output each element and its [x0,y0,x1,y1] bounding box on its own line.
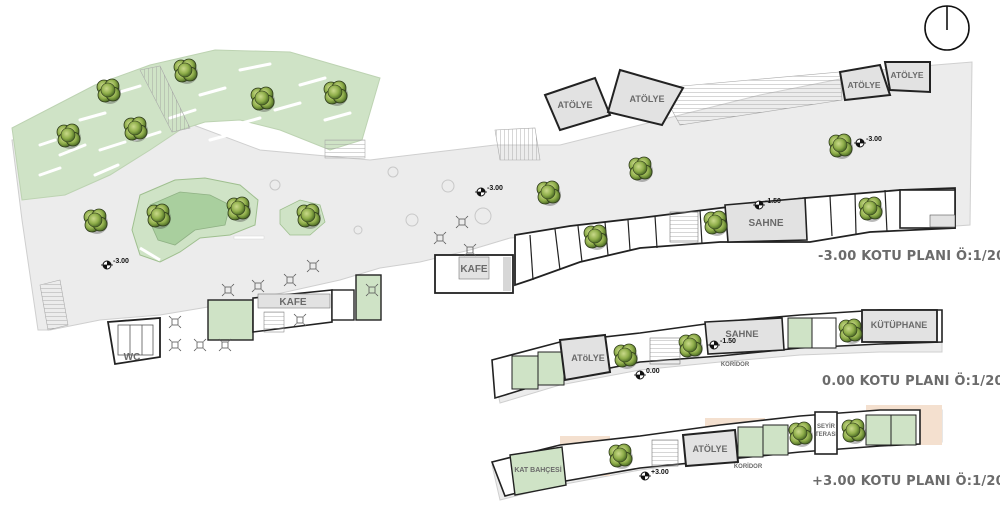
title-minus-3: -3.00 KOTU PLANI Ö:1/200 [818,249,1000,264]
kafe-label: KAFE [279,297,307,308]
plaza-circles [269,166,492,235]
plan-minus-3: ATÖLYE ATÖLYE ATÖLYE ATÖLYE [11,49,973,366]
atolye-label: ATÖLYE [692,444,727,454]
level-label: -3.00 [866,136,882,143]
sahne-minus3: SAHNE [724,197,808,243]
koridor-label: KORİDOR [734,463,763,470]
kutuphane-label: KÜTÜPHANE [871,320,928,330]
title-zero: 0.00 KOTU PLANI Ö:1/200 [822,374,1000,389]
level-label: 0.00 [646,368,660,375]
atolye-block-2: ATÖLYE [606,68,685,127]
title-plus-3: +3.00 KOTU PLANI Ö:1/200 [812,474,1000,489]
atolye-label: ATöLYE [571,353,605,363]
sahne-label: SAHNE [725,329,758,340]
plan-zero: ATöLYE SAHNE KÜTÜPHANE KORİDOR 0.00 -1.5… [491,309,943,404]
atolye-label: ATÖLYE [847,80,880,90]
wc-label: WC [124,352,141,363]
atolye-zero: ATöLYE [558,333,612,382]
kafe-label: KAFE [460,264,488,275]
kafe-small: KAFE [434,254,514,294]
level-label: -1.50 [720,338,736,345]
atolye-label: ATÖLYE [629,94,664,104]
kat-bahcesi-label: KAT BAHÇESİ [514,466,561,474]
kutuphane: KÜTÜPHANE [861,309,938,343]
room-partitions [529,189,888,281]
atolye-label: ATÖLYE [890,70,923,80]
koridor-label: KORİDOR [721,361,750,368]
terasi-label: TERASI [815,432,837,438]
kafe-wc-building: WC KAFE [106,274,382,366]
seyir-terasi: SEYİR TERASI [814,411,838,455]
sahne-zero: SAHNE [704,317,785,355]
atolye-block-3: ATÖLYE [838,63,892,102]
atolye-block-4: ATÖLYE [883,61,931,94]
seyir-label: SEYİR [817,423,836,430]
atolye-block-1: ATÖLYE [543,76,612,132]
park-paths [38,62,352,177]
level-label: +3.00 [651,469,669,476]
north-arrow-icon [924,5,970,51]
kat-bahcesi: KAT BAHÇESİ [509,446,567,496]
atolye-plus3: ATÖLYE [681,428,740,468]
level-label: -3.00 [487,185,503,192]
level-label: -3.00 [113,258,129,265]
sahne-label: SAHNE [748,218,783,229]
level-label: -1.50 [765,198,781,205]
plan-plus-3: KAT BAHÇESİ ATÖLYE KORİDOR SEYİR TERASI … [490,405,943,501]
atolye-label: ATÖLYE [557,100,592,110]
